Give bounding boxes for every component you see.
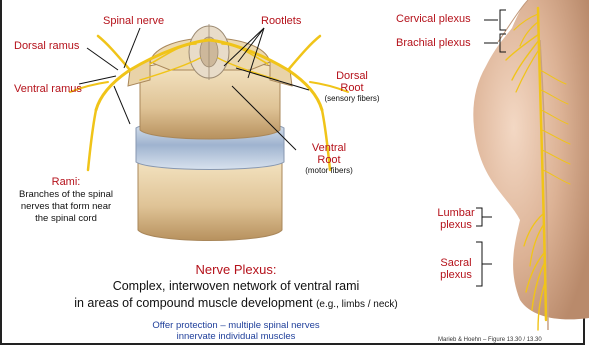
plexus-line2: in areas of compound muscle development … [0,296,472,310]
cervical-plexus-label: Cervical plexus [396,13,471,25]
rootlets-label: Rootlets [261,15,301,27]
lumbar-plexus-label: Lumbar plexus [436,207,476,231]
ventral-ramus-label: Ventral ramus [14,83,82,95]
dorsal-root-label: Dorsal Root (sensory fibers) [312,70,392,104]
plexus-line1: Complex, interwoven network of ventral r… [0,279,472,293]
protection-line1: Offer protection – multiple spinal nerve… [0,320,472,331]
ventral-root-line1: Ventral [294,142,364,154]
protection-note: Offer protection – multiple spinal nerve… [0,320,472,342]
ventral-root-label: Ventral Root (motor fibers) [294,142,364,176]
brachial-plexus-label: Brachial plexus [396,37,471,49]
plexus-line2-example: (e.g., limbs / neck) [316,299,398,310]
protection-line2: innervate individual muscles [0,331,472,342]
lumbar-line1: Lumbar [436,207,476,219]
rami-description: Rami: Branches of the spinal nerves that… [10,176,122,225]
rami-title: Rami: [10,176,122,189]
dorsal-root-subtitle: (sensory fibers) [312,94,392,104]
ventral-root-subtitle: (motor fibers) [294,166,364,176]
rami-desc-line3: the spinal cord [10,213,122,225]
ventral-root-line2: Root [294,154,364,166]
rami-desc-line1: Branches of the spinal [10,189,122,201]
lumbar-line2: plexus [436,219,476,231]
figure-citation: Marieb & Hoehn – Figure 13.30 / 13.30 [438,337,542,343]
plexus-title: Nerve Plexus: [0,262,472,277]
spinal-nerve-label: Spinal nerve [103,15,164,27]
dorsal-root-line1: Dorsal [312,70,392,82]
dorsal-ramus-label: Dorsal ramus [14,40,79,52]
plexus-line2-main: in areas of compound muscle development [74,296,312,310]
dorsal-root-line2: Root [312,82,392,94]
rami-desc-line2: nerves that form near [10,201,122,213]
